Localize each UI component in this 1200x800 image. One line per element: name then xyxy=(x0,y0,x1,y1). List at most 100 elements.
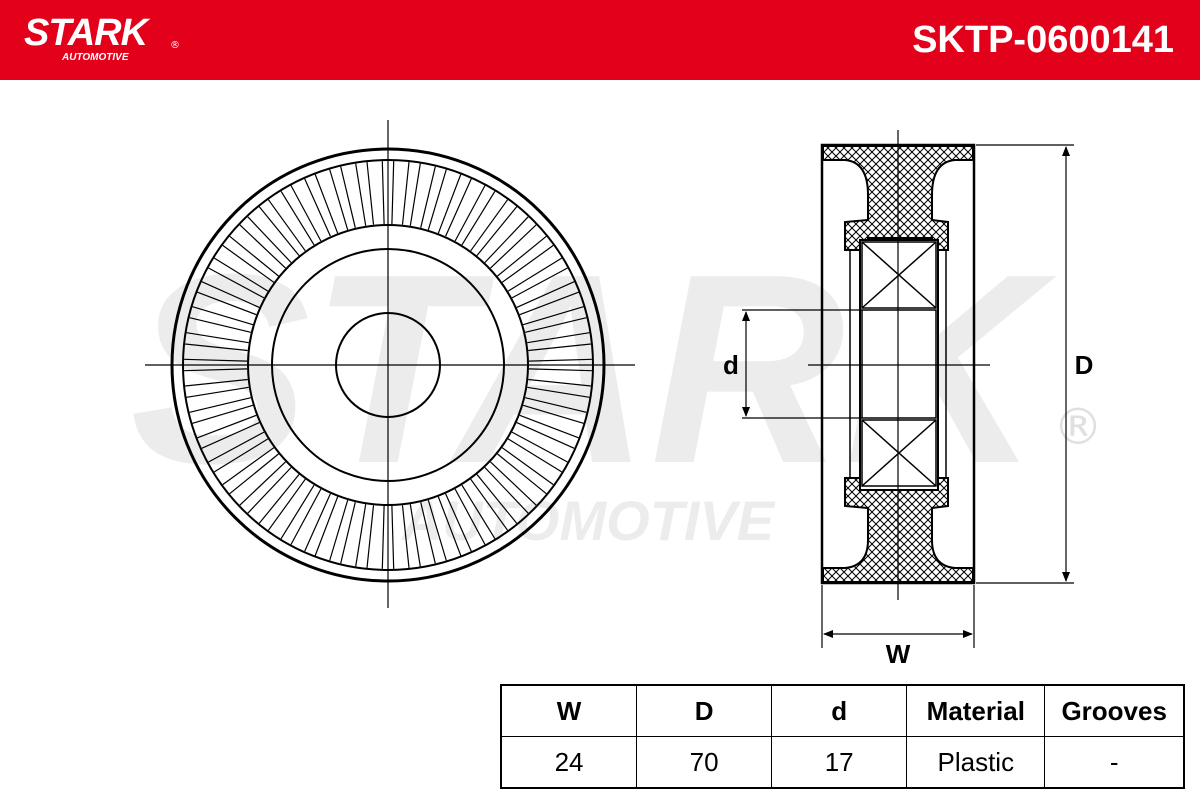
rib-line xyxy=(239,224,286,269)
rib-line xyxy=(490,224,537,269)
watermark-registered: ® xyxy=(1053,398,1103,456)
rib-line xyxy=(197,291,257,316)
rib-line xyxy=(280,190,315,246)
rib-line xyxy=(229,235,279,277)
rib-line xyxy=(222,447,275,486)
rib-line xyxy=(484,467,529,514)
rib-line xyxy=(189,317,251,333)
rib-line xyxy=(527,386,590,398)
rib-line xyxy=(519,414,579,439)
rib-line xyxy=(213,438,269,473)
rib-line xyxy=(280,484,315,540)
rib-line xyxy=(519,291,579,316)
brand-logo: STARK AUTOMOTIVE xyxy=(24,14,148,64)
front-view xyxy=(145,120,635,608)
rib-line xyxy=(186,332,249,344)
spec-header-d: d xyxy=(771,684,908,737)
rib-line xyxy=(497,453,547,495)
rib-line xyxy=(314,174,339,234)
rib-line xyxy=(366,505,375,568)
dim-label-d: d xyxy=(723,350,739,380)
spec-header-w: W xyxy=(500,684,638,737)
rib-line xyxy=(391,505,395,569)
rib-line xyxy=(420,502,436,564)
rib-line xyxy=(511,267,568,299)
rib-line xyxy=(304,178,331,237)
spec-value-row: 24 70 17 Plastic - xyxy=(500,736,1185,789)
spec-header-material: Material xyxy=(906,684,1046,737)
rib-line xyxy=(192,404,254,424)
rib-line xyxy=(258,206,300,256)
rib-line xyxy=(401,505,410,568)
spec-value-d: 17 xyxy=(771,736,908,789)
rib-line xyxy=(197,414,257,439)
rib-line xyxy=(507,257,563,292)
rib-line xyxy=(189,397,251,413)
rib-line xyxy=(355,163,367,226)
rib-line xyxy=(470,199,509,252)
rib-line xyxy=(247,467,292,514)
rib-line xyxy=(366,162,375,225)
brand-registered-mark: ® xyxy=(170,40,180,51)
spec-header-row: W D d Material Grooves xyxy=(500,684,1185,737)
side-section-view xyxy=(808,130,990,600)
rib-line xyxy=(201,422,260,449)
part-number: SKTP-0600141 xyxy=(912,19,1174,61)
brand-subtitle: AUTOMOTIVE xyxy=(62,52,129,63)
rib-line xyxy=(304,493,331,552)
rib-line xyxy=(484,216,529,263)
rib-line xyxy=(208,431,265,463)
rib-line xyxy=(427,499,447,561)
rib-line xyxy=(247,216,292,263)
rib-line xyxy=(522,404,584,424)
header-bar: STARK AUTOMOTIVE ® SKTP-0600141 xyxy=(0,0,1200,80)
spec-table: W D d Material Grooves 24 70 17 Plastic … xyxy=(500,684,1185,789)
rib-line xyxy=(420,166,436,228)
rib-line xyxy=(239,461,286,506)
rib-line xyxy=(222,244,275,283)
rib-line xyxy=(401,162,410,225)
rib-line xyxy=(258,474,300,524)
rib-line xyxy=(381,161,385,225)
center-lines xyxy=(145,120,635,608)
rib-line xyxy=(409,163,421,226)
rib-line xyxy=(528,368,592,372)
dim-label-D: D xyxy=(1075,350,1094,380)
bearing-bore xyxy=(861,309,937,419)
rib-line xyxy=(201,281,260,308)
rib-line xyxy=(528,343,591,352)
rib-line xyxy=(213,257,269,292)
spec-header-grooves: Grooves xyxy=(1044,684,1185,737)
spec-value-material: Plastic xyxy=(906,736,1046,789)
rib-line xyxy=(528,358,592,362)
rib-line xyxy=(427,169,447,231)
rib-line xyxy=(501,447,554,486)
rib-line xyxy=(229,453,279,495)
rib-line xyxy=(511,431,568,463)
rib-line xyxy=(525,317,587,333)
spec-value-w: 24 xyxy=(500,736,638,789)
rib-line xyxy=(470,478,509,531)
rib-line xyxy=(528,378,591,387)
rib-line xyxy=(290,185,322,242)
rib-line xyxy=(267,478,306,531)
rib-line xyxy=(454,488,486,545)
rib-line xyxy=(507,438,563,473)
rib-line xyxy=(525,397,587,413)
rib-line xyxy=(381,505,385,569)
rib-line xyxy=(329,169,349,231)
rib-line xyxy=(445,493,472,552)
rib-line xyxy=(476,474,518,524)
dimension-lines xyxy=(742,144,1074,648)
rib-line xyxy=(522,306,584,326)
rib-line xyxy=(355,504,367,567)
watermark-sub: AUTOMOTIVE xyxy=(400,489,776,552)
rib-line xyxy=(476,206,518,256)
rib-line xyxy=(437,496,462,556)
rib-line xyxy=(208,267,265,299)
rib-line xyxy=(461,190,496,246)
rib-line xyxy=(391,161,395,225)
spec-value-D: 70 xyxy=(636,736,773,789)
rib-line xyxy=(409,504,421,567)
